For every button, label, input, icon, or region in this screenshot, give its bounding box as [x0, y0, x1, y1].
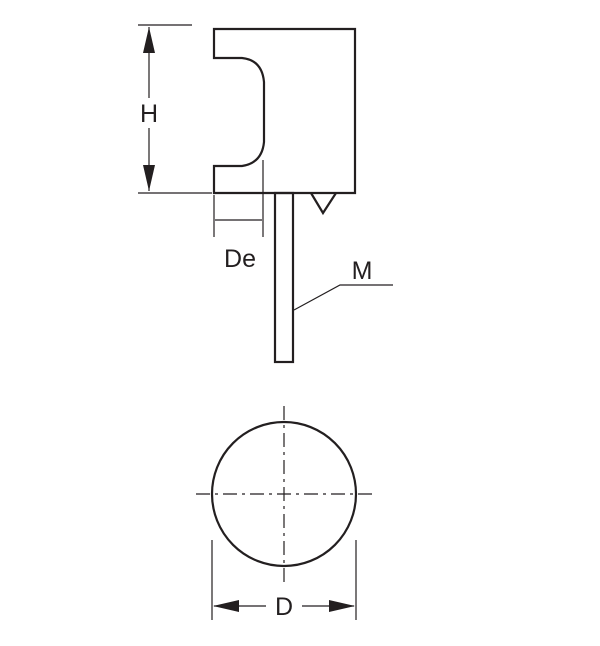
- thread-label: M: [352, 257, 373, 285]
- thread-callout: M: [293, 257, 393, 311]
- head-circle: [210, 420, 358, 568]
- top-view: [196, 406, 372, 582]
- side-view: [212, 27, 357, 364]
- end-diameter-label: De: [224, 245, 256, 273]
- height-arrow-top: [143, 27, 155, 53]
- diameter-label: D: [275, 593, 293, 621]
- diameter-label-bg: [266, 590, 302, 622]
- d-arrow-left: [213, 600, 239, 612]
- end-diameter-dimension: De: [213, 160, 264, 273]
- head-outline: [212, 27, 357, 195]
- d-arrow-right: [329, 600, 355, 612]
- pin-shank: [273, 191, 295, 364]
- thread-leader-line: [293, 284, 393, 311]
- height-dimension: H: [134, 24, 212, 194]
- height-label: H: [140, 100, 158, 128]
- height-arrow-bottom: [143, 165, 155, 191]
- diameter-dimension: D: [211, 540, 357, 622]
- head-notch: [310, 192, 337, 216]
- height-label-bg: [134, 98, 164, 128]
